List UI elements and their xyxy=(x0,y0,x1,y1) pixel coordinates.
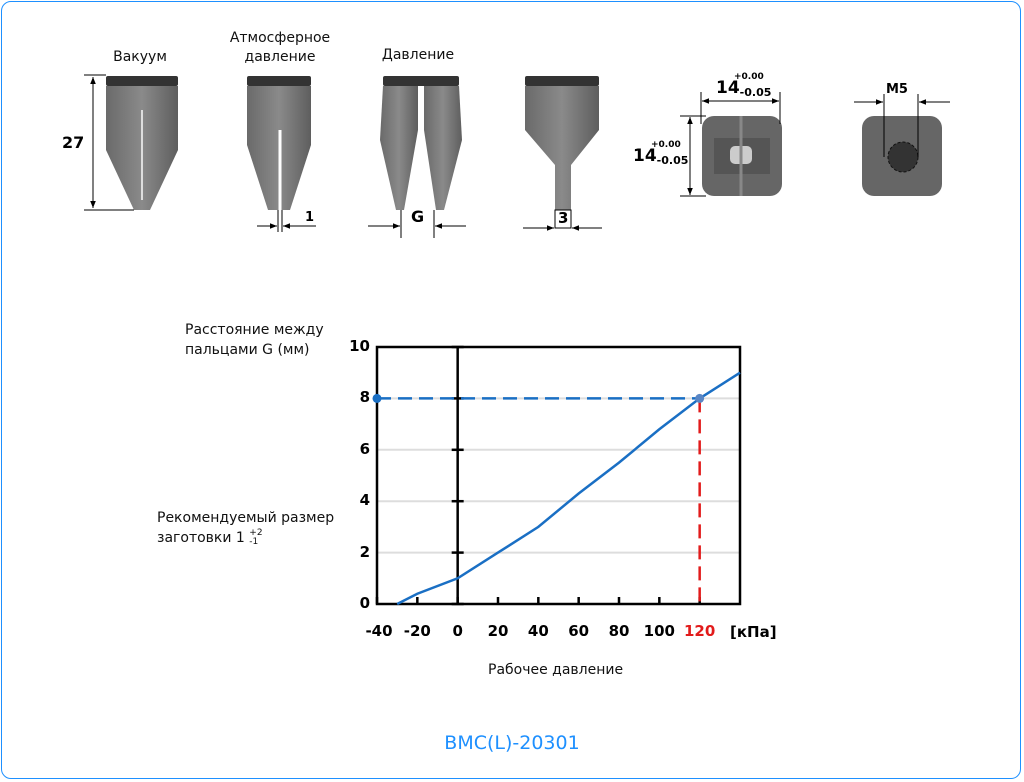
x-tick-label: 60 xyxy=(568,622,590,640)
label-vacuum: Вакуум xyxy=(113,49,167,65)
x-tick-label: 120 xyxy=(684,622,716,640)
dim-tip: 3 xyxy=(558,209,569,227)
gripper-side-drawing xyxy=(523,76,602,231)
dim-gap: G xyxy=(411,207,425,226)
y-tick-label: 8 xyxy=(359,388,370,407)
label-pressure: Давление xyxy=(381,47,455,63)
gripper-atmospheric-drawing xyxy=(247,76,316,232)
chart-annotation: Рекомендуемый размер заготовки 1 +2-1 xyxy=(157,510,335,547)
series-line xyxy=(396,371,741,606)
x-tick-label: -40 xyxy=(365,622,393,640)
plot-frame xyxy=(375,345,742,606)
dim-depth: 14-0.05+0.00 xyxy=(633,140,689,167)
chart-ylabel: Расстояние между пальцами G (мм) xyxy=(185,322,324,358)
dim-thread: M5 xyxy=(886,82,908,97)
y-tick-label: 6 xyxy=(359,439,370,458)
y-tick-label: 10 xyxy=(349,337,370,355)
x-tick-label: 80 xyxy=(608,622,630,640)
x-tick-label: 0 xyxy=(452,622,463,640)
y-tick-label: 4 xyxy=(359,491,370,510)
dim-width: 14-0.05+0.00 xyxy=(716,72,772,99)
gripper-pressure-drawing xyxy=(368,76,466,238)
y-tick-label: 0 xyxy=(359,594,370,612)
gripper-drawings xyxy=(84,74,950,238)
y-tick-label: 2 xyxy=(359,542,370,561)
chart-xlabel: Рабочее давление xyxy=(488,662,624,678)
x-tick-label: 40 xyxy=(527,622,549,640)
gripper-vacuum-drawing xyxy=(84,74,178,211)
label-atmospheric: Атмосферное давление xyxy=(229,30,331,65)
model-number: BMC(L)-20301 xyxy=(444,732,580,754)
x-tick-label: 20 xyxy=(487,622,509,640)
gripper-port-view-drawing xyxy=(854,94,950,196)
x-tick-label: 100 xyxy=(643,622,675,640)
marker-point xyxy=(695,393,705,403)
dim-slot: 1 xyxy=(305,210,315,225)
x-unit-label: [кПа] xyxy=(730,623,777,641)
dim-height: 27 xyxy=(62,133,85,152)
x-tick-label: -20 xyxy=(403,622,431,640)
marker-point-y xyxy=(372,393,382,403)
gripper-top-view-drawing xyxy=(680,92,782,197)
